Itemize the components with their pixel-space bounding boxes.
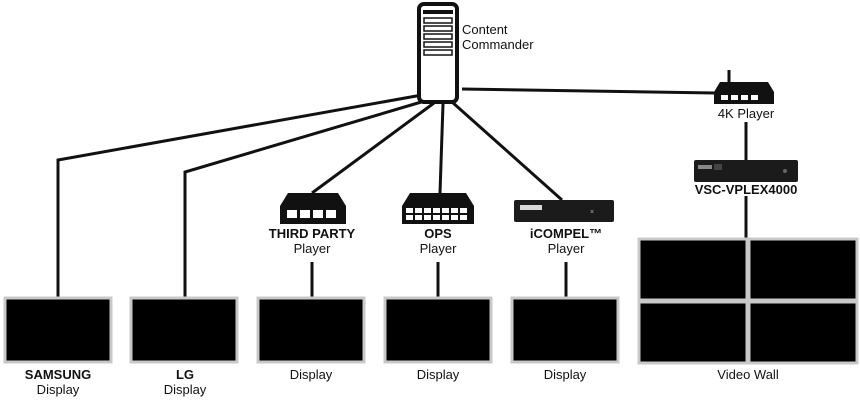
display-third-party-screen: [256, 296, 366, 364]
link-server-icompel: [451, 100, 563, 202]
third-party-player-label: THIRD PARTY Player: [268, 226, 356, 256]
video-wall-screen: [747, 237, 859, 302]
link-server-4k-player: [461, 87, 716, 95]
link-server-samsung: [56, 93, 423, 298]
svg-text:×: ×: [590, 209, 594, 216]
display-ops-screen: [383, 296, 493, 364]
vplex-controller-icon: [694, 160, 798, 182]
video-wall-label: Video Wall: [717, 367, 779, 382]
icompel-player-label: iCOMPEL™ Player: [529, 226, 603, 256]
ops-player-icon: [402, 193, 474, 224]
link-server-lg: [183, 98, 429, 298]
4k-player-icon: [714, 70, 774, 104]
video-wall-screen: [637, 237, 749, 302]
display-icompel-screen: [510, 296, 620, 364]
content-commander-server-icon: [417, 2, 459, 104]
display-screens: [3, 296, 620, 364]
ops-player-label: OPS Player: [419, 226, 457, 256]
ops-display-label: Display: [416, 367, 460, 382]
third-party-player-icon: [280, 193, 346, 224]
link-server-ops: [438, 103, 445, 194]
link-server-third-party: [311, 101, 435, 195]
vplex-label: VSC-VPLEX4000: [694, 182, 798, 197]
display-samsung-screen: [3, 296, 113, 364]
video-wall: [637, 237, 859, 365]
content-commander-label: Content Commander: [462, 22, 534, 52]
video-wall-screen: [637, 300, 749, 365]
connection-lines: [56, 87, 748, 298]
icompel-display-label: Display: [543, 367, 587, 382]
samsung-display-label: SAMSUNG Display: [24, 367, 92, 397]
lg-display-label: LG Display: [163, 367, 207, 397]
video-wall-screen: [747, 300, 859, 365]
third-party-display-label: Display: [289, 367, 333, 382]
display-lg-screen: [129, 296, 239, 364]
4k-player-label: 4K Player: [717, 106, 775, 121]
icompel-player-icon: ×: [514, 200, 614, 222]
